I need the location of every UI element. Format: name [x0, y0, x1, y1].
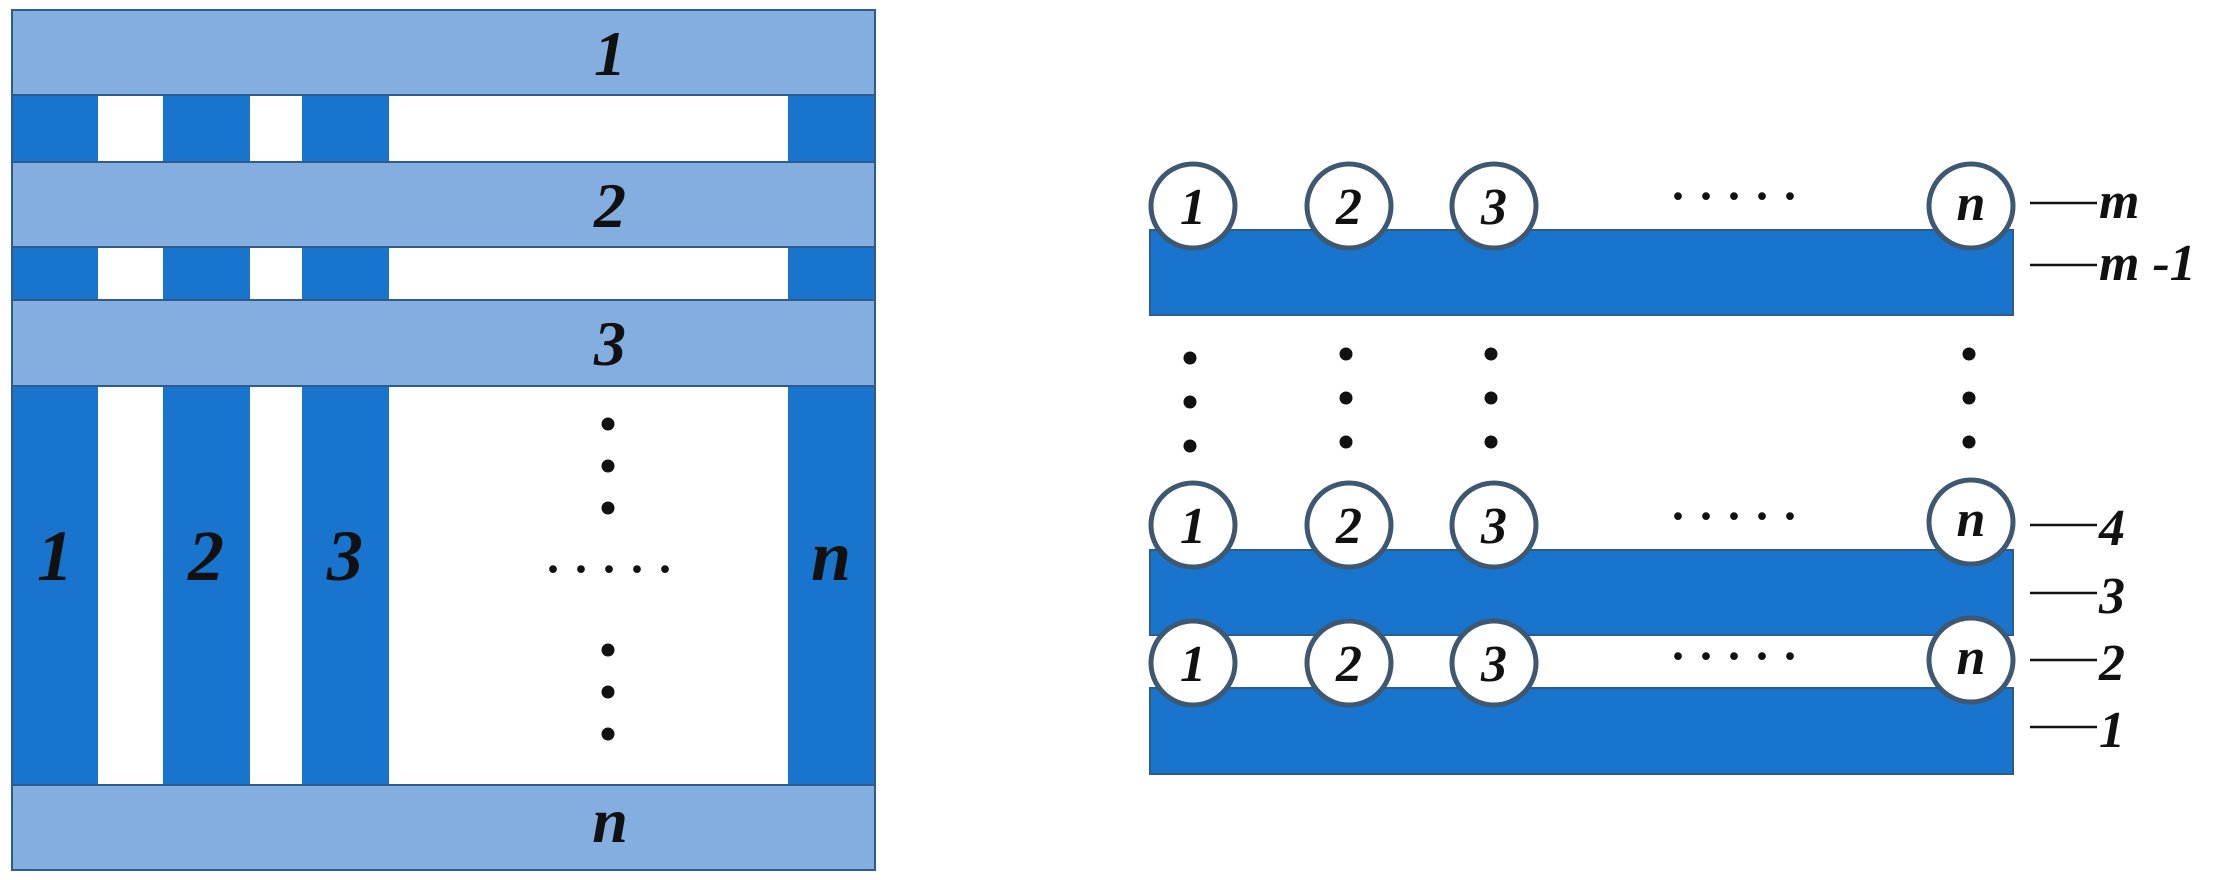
- center-vertical-dots-bottom: [601, 643, 615, 741]
- row-bar-2: [11, 161, 876, 248]
- column-label-3: 3: [326, 516, 363, 596]
- node-label: n: [1957, 629, 1986, 686]
- node-row-2: 1 2 3 n · · · · ·: [1148, 615, 2016, 708]
- right-stack: 1 2 3 n · · · · · 1 2 3 n · · · · ·: [1148, 161, 2196, 775]
- node-row-m: 1 2 3 n · · · · ·: [1148, 161, 2016, 251]
- layer-label-3: 3: [2098, 568, 2125, 625]
- node-row-ellipsis: · · · · ·: [1670, 170, 1798, 223]
- node-label: 3: [1480, 498, 1507, 555]
- node-label: 3: [1480, 179, 1507, 236]
- node-circle: [1449, 618, 1539, 708]
- column-label-1: 1: [37, 516, 73, 596]
- layer-label-2: 2: [2098, 635, 2125, 692]
- node-circle: [1449, 480, 1539, 570]
- row-bar-1: [11, 9, 876, 96]
- layer-labels: [2030, 201, 2097, 729]
- center-horizontal-ellipsis: · · · · ·: [545, 543, 673, 596]
- node-row-ellipsis: · · · · ·: [1670, 490, 1798, 543]
- node-circle: [1926, 477, 2016, 567]
- node-label: 1: [1180, 498, 1206, 555]
- node-label: 2: [1335, 179, 1362, 236]
- node-circle: [1148, 161, 1238, 251]
- node-circle: [1148, 618, 1238, 708]
- row-bar-3: [11, 299, 876, 387]
- row-label-n: n: [592, 785, 628, 856]
- node-circle: [1449, 161, 1539, 251]
- column-label-2: 2: [187, 516, 224, 596]
- node-label: 1: [1180, 179, 1206, 236]
- node-circle: [1304, 618, 1394, 708]
- row-label-2: 2: [593, 170, 626, 241]
- left-grid: 1 2 3 n 1 2 3 n · · · · ·: [11, 9, 876, 871]
- node-label: 2: [1335, 498, 1362, 555]
- node-circle: [1304, 480, 1394, 570]
- layer-bar-1: [1149, 687, 2014, 775]
- node-label: n: [1957, 491, 1986, 548]
- node-label: 1: [1180, 636, 1206, 693]
- node-circle: [1926, 161, 2016, 251]
- layer-label-m-1: m -1: [2099, 235, 2196, 292]
- node-circle: [1148, 480, 1238, 570]
- node-row-4: 1 2 3 n · · · · ·: [1148, 477, 2016, 570]
- vertical-dots-columns: [1183, 347, 1976, 453]
- layer-bar-3: [1149, 549, 2014, 636]
- layer-label-m: m: [2099, 173, 2139, 230]
- column-label-n: n: [811, 516, 851, 596]
- layer-label-1: 1: [2099, 702, 2125, 759]
- node-circle: [1304, 161, 1394, 251]
- row-label-3: 3: [593, 308, 626, 379]
- layer-bar-m-1: [1149, 229, 2014, 316]
- node-row-ellipsis: · · · · ·: [1670, 630, 1798, 683]
- node-label: 2: [1335, 636, 1362, 693]
- node-circle: [1926, 615, 2016, 705]
- center-vertical-dots-top: [601, 417, 615, 515]
- layer-label-4: 4: [2098, 500, 2125, 557]
- node-label: n: [1957, 175, 1986, 232]
- row-label-1: 1: [594, 18, 626, 89]
- node-label: 3: [1480, 636, 1507, 693]
- row-bar-n: [11, 784, 876, 871]
- grid-outline: [11, 9, 876, 871]
